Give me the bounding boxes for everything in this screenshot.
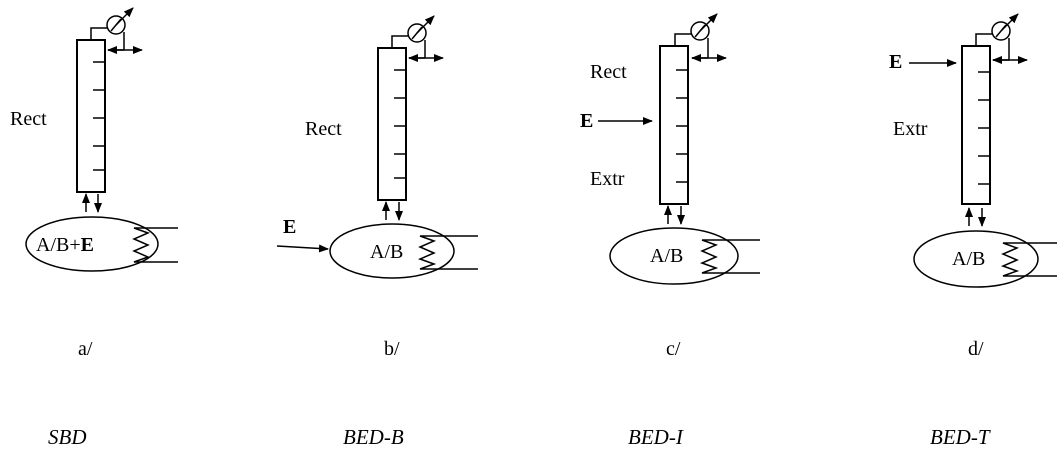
trays-b bbox=[394, 69, 406, 179]
svg-text:A/B+E: A/B+E bbox=[36, 234, 94, 256]
sub-label-d: d/ bbox=[968, 338, 984, 360]
trays-d bbox=[978, 71, 990, 185]
condenser-c bbox=[674, 13, 727, 62]
caption-c: BED-I bbox=[628, 425, 684, 449]
panel-c: Rect E Extr A/B c/ BED-I bbox=[580, 13, 760, 449]
extr-label-c: Extr bbox=[590, 168, 625, 190]
pot-entrainer-a: E bbox=[81, 234, 94, 256]
entrainer-label-d: E bbox=[889, 51, 902, 73]
still-pot-a bbox=[25, 216, 159, 272]
still-pot-b bbox=[329, 223, 455, 279]
still-pot-c bbox=[609, 227, 739, 285]
column-label-b: Rect bbox=[305, 118, 342, 140]
entrainer-label-c: E bbox=[580, 110, 593, 132]
panel-b: Rect A/B E b/ BED-B bbox=[276, 15, 478, 449]
pot-label-c: A/B bbox=[650, 245, 683, 267]
column-label-a: Rect bbox=[10, 108, 47, 130]
heater-d bbox=[1000, 242, 1057, 277]
entrainer-feed-b bbox=[276, 244, 329, 253]
sub-label-c: c/ bbox=[666, 338, 681, 360]
heater-a bbox=[132, 227, 178, 263]
caption-b: BED-B bbox=[343, 425, 404, 449]
still-pot-d bbox=[913, 230, 1039, 288]
heater-b bbox=[417, 235, 478, 270]
extr-label-d: Extr bbox=[893, 118, 928, 140]
heater-c bbox=[699, 239, 760, 274]
pot-label-d: A/B bbox=[952, 248, 985, 270]
pot-label-b: A/B bbox=[370, 241, 403, 263]
column-b bbox=[377, 47, 407, 201]
condenser-a bbox=[90, 7, 143, 54]
trays-a bbox=[93, 61, 105, 171]
panel-a: Rect A/B+E a/ SBD bbox=[10, 7, 178, 449]
condenser-d bbox=[975, 13, 1028, 64]
trays-c bbox=[676, 69, 688, 183]
caption-d: BED-T bbox=[930, 425, 991, 449]
caption-a: SBD bbox=[48, 425, 87, 449]
sub-label-a: a/ bbox=[78, 338, 93, 360]
condenser-b bbox=[391, 15, 444, 62]
sub-label-b: b/ bbox=[384, 338, 400, 360]
column-a bbox=[76, 39, 106, 193]
column-c bbox=[659, 45, 689, 205]
column-d bbox=[961, 45, 991, 205]
panel-d: E Extr A/B d/ BED-T bbox=[889, 13, 1057, 449]
column-label-c: Rect bbox=[590, 61, 627, 83]
pot-label-a: A/B+ bbox=[36, 234, 81, 256]
entrainer-label-b: E bbox=[283, 216, 296, 238]
